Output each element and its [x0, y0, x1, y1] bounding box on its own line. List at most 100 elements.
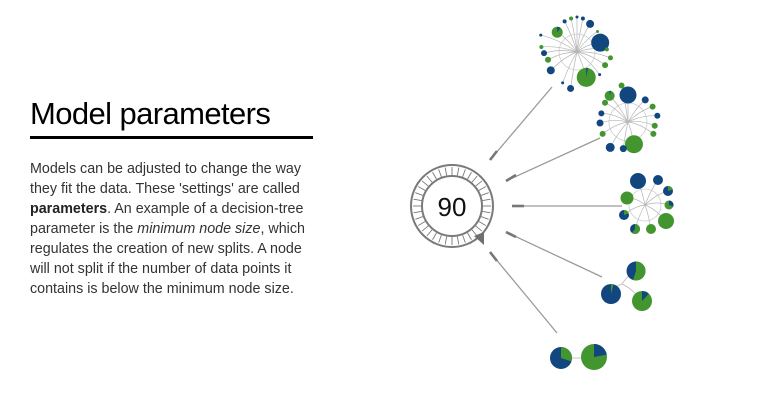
tree-edge: [576, 18, 584, 53]
dial-tick: [467, 172, 472, 180]
dial-tick: [456, 236, 460, 245]
dial-tick: [478, 221, 486, 226]
dial-tick: [480, 216, 489, 220]
tree-node-slice: [633, 261, 646, 281]
tree-edge: [570, 18, 578, 53]
tree-node: [650, 130, 657, 137]
tree-node-slice: [632, 224, 640, 234]
tree-node: [646, 224, 656, 234]
dial-tick: [456, 167, 460, 176]
tree-node-slice: [586, 67, 589, 78]
connector-line: [505, 137, 601, 182]
dial-tick: [471, 175, 478, 183]
dial-tick: [462, 234, 466, 243]
dial-tick: [482, 198, 491, 202]
tree-node: [658, 213, 674, 229]
tree-node: [598, 73, 602, 77]
tree-node: [605, 142, 615, 152]
dial-handle-triangle-icon[interactable]: [474, 232, 484, 245]
tree-node-slice: [594, 344, 607, 357]
tree-node: [641, 96, 649, 104]
decision-tree-2: [596, 82, 661, 154]
description-text: Models can be adjusted to change the way…: [30, 161, 302, 197]
dial-tick: [482, 210, 491, 214]
description-term-min-node-size: minimum node size: [137, 221, 261, 237]
connector-line-end: [505, 230, 517, 239]
dial-tick: [415, 192, 424, 196]
decision-tree-4: [601, 261, 652, 311]
tree-node: [541, 50, 548, 57]
dial-tick: [432, 172, 437, 180]
tree-edge: [570, 51, 578, 89]
tree-node: [618, 82, 625, 89]
connector-line-end: [505, 173, 517, 183]
tree-edge: [550, 51, 578, 71]
tree-node: [596, 29, 600, 33]
tree-node: [575, 15, 579, 19]
dial-outer-ring[interactable]: [410, 164, 494, 248]
connector-lines: [488, 86, 622, 334]
tree-node: [539, 33, 543, 37]
tree-node-slice: [609, 90, 612, 96]
connector-line: [489, 86, 553, 161]
dial-tick: [415, 216, 424, 220]
tree-edge: [541, 46, 578, 53]
dial-tick: [478, 186, 486, 191]
tree-edge: [547, 51, 578, 61]
tree-node: [624, 135, 643, 154]
decision-tree-1: [539, 15, 613, 92]
tree-node-slice: [624, 210, 629, 215]
dial-tick: [438, 169, 442, 178]
dial-tick: [475, 180, 483, 187]
tree-node: [654, 112, 661, 119]
dial-tick: [421, 180, 429, 187]
tree-branch-ring: [628, 188, 662, 222]
tree-edge: [576, 51, 600, 75]
decision-tree-5: [550, 344, 607, 370]
decision-tree-3: [619, 173, 674, 234]
tree-edge: [576, 51, 611, 59]
description-term-parameters: parameters: [30, 201, 108, 217]
tree-edge: [564, 21, 578, 53]
section-title: Model parameters: [30, 96, 271, 131]
dial-inner-ring: [421, 175, 483, 237]
tree-node: [567, 84, 575, 92]
dial-tick: [418, 221, 426, 226]
dial-value: 90: [438, 192, 467, 222]
tree-node: [562, 19, 567, 24]
dial-tick: [426, 175, 433, 183]
tree-node: [539, 44, 544, 49]
tree-node-slice: [642, 291, 649, 301]
tree-node: [580, 16, 585, 21]
tree-node: [602, 99, 609, 106]
dial-tick: [413, 198, 422, 202]
description-text: , which regulates the creation of new sp…: [30, 221, 305, 297]
tree-node: [599, 130, 606, 137]
tree-edge: [576, 31, 598, 53]
description-paragraph: Models can be adjusted to change the way…: [30, 159, 313, 299]
tree-node: [653, 175, 663, 185]
tree-node-slice: [669, 200, 674, 207]
tree-edge: [562, 51, 578, 83]
dial-ticks: [413, 167, 491, 245]
parameter-dial[interactable]: 90: [410, 164, 494, 248]
tree-node: [651, 122, 658, 129]
dial-tick: [467, 232, 472, 240]
tree-node: [561, 81, 565, 85]
tree-node-slice: [561, 347, 572, 362]
dial-tick: [462, 169, 466, 178]
text-panel: Model parameters Models can be adjusted …: [30, 94, 313, 299]
tree-edge: [627, 106, 653, 123]
tree-edge: [602, 121, 629, 135]
tree-node: [607, 55, 613, 61]
tree-node: [545, 56, 552, 63]
tree-node: [546, 66, 555, 75]
tree-node: [620, 191, 634, 205]
dial-tick: [471, 229, 478, 237]
dial-tick: [480, 192, 489, 196]
dial-tick: [421, 225, 429, 232]
dial-tick: [432, 232, 437, 240]
tree-edge: [540, 34, 578, 53]
tree-node: [596, 119, 604, 127]
